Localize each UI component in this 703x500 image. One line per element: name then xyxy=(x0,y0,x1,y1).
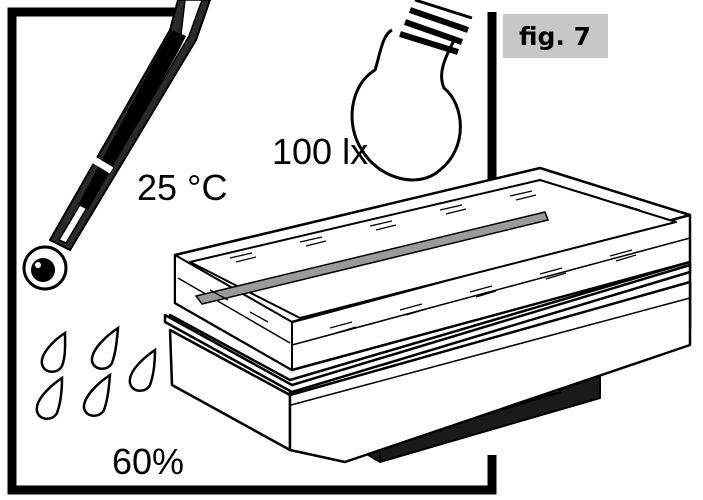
chest-freezer-illustration xyxy=(163,166,692,464)
humidity-drops-icon xyxy=(35,325,157,420)
figure-label-badge: fig. 7 xyxy=(503,14,608,58)
room-frame xyxy=(7,7,497,495)
figure-label: fig. 7 xyxy=(519,22,591,51)
glass-reflection-marks xyxy=(209,190,641,334)
humidity-label: 60% xyxy=(112,441,184,482)
temperature-label: 25 °C xyxy=(137,167,227,208)
light-bulb-icon xyxy=(350,0,473,182)
thermometer-icon xyxy=(22,0,211,291)
illuminance-label: 100 lx xyxy=(272,131,368,172)
